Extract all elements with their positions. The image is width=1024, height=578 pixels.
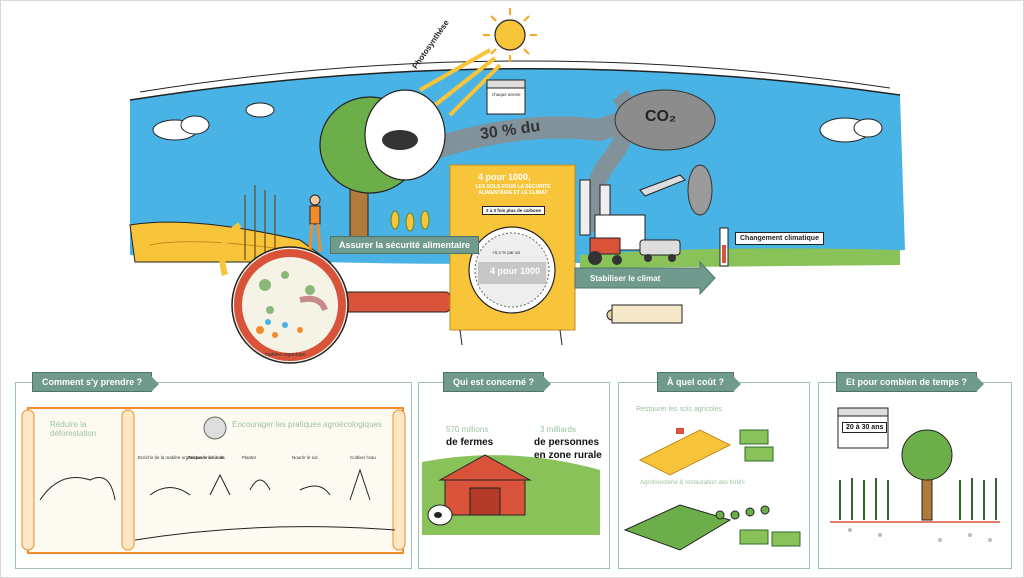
farmer-icon [308, 194, 322, 253]
logs-icon [606, 304, 683, 324]
per-year-label: +0,4 % par an [492, 250, 521, 255]
practice-item: Cultiver l'eau [350, 455, 376, 460]
sun-icon [483, 8, 537, 62]
panel-how-title: Comment s'y prendre ? [32, 372, 160, 392]
climate-change-sign: Changement climatique [735, 232, 824, 245]
calendar-label: chaque année [492, 92, 521, 97]
cloud-icon [152, 102, 883, 143]
tree-icon [319, 89, 446, 241]
yellow-poster-title: 4 pour 1000, [478, 172, 531, 182]
practice-item: Nourrir le sol [292, 455, 318, 460]
photosynthesis-rays [419, 48, 502, 117]
panel-cost-title: À quel coût ? [657, 372, 741, 392]
farms-number: 570 millions [446, 425, 489, 434]
tractor-icon [588, 237, 622, 265]
stabilize-climate-label: Stabiliser le climat [590, 274, 661, 283]
organic-matter-label: matière organique [265, 352, 306, 358]
practice-item: Restaurer les sols [188, 455, 225, 460]
food-security-arrow: Assurer la sécurité alimentaire [330, 236, 480, 254]
banknote-icon [739, 429, 801, 547]
co2-label: CO₂ [645, 108, 677, 125]
magnifier-icon [231, 246, 451, 364]
field-icon [638, 428, 732, 476]
reduce-deforestation-label: Réduire la déforestation [50, 420, 97, 438]
panel-time-title: Et pour combien de temps ? [836, 372, 985, 392]
people-number: 3 milliards [540, 425, 577, 434]
airplane-icon [639, 174, 686, 197]
years-label: 20 à 30 ans [842, 422, 888, 433]
encourage-practices-label: Encourager les pratiques agroécologiques [232, 420, 382, 429]
thermometer-icon [719, 227, 729, 267]
barn-icon [438, 454, 532, 516]
ring-label: 4 pour 1000 [490, 266, 541, 276]
panel-how [15, 382, 412, 569]
practice-item: Planter [242, 455, 257, 460]
cow-icon [427, 504, 453, 526]
people-label: de personnes [534, 437, 600, 448]
restore-soils-label: Restaurer les sols agricoles [636, 406, 722, 413]
rural-label: en zone rurale [534, 450, 602, 461]
big-tree-icon [901, 429, 953, 521]
carbon-note: 2 à 3 fois plus de carbone [482, 206, 546, 215]
agroforestry-icon [623, 504, 770, 551]
calendar-icon [486, 79, 526, 115]
panel-who [418, 382, 610, 569]
crops-icon [839, 478, 997, 520]
car-icon [639, 239, 681, 262]
farms-label: de fermes [446, 437, 494, 448]
practice-item: Enrichir de la matière organique le sol … [138, 455, 225, 460]
panel-who-title: Qui est concerné ? [443, 372, 552, 392]
yellow-poster-subtitle: LES SOLS POUR LA SÉCURITÉ ALIMENTAIRE ET… [475, 184, 551, 196]
panel-time [818, 382, 1012, 569]
agroforestry-label: Agroforesterie & restauration des forêts [640, 480, 745, 486]
corn-icon [390, 210, 430, 232]
